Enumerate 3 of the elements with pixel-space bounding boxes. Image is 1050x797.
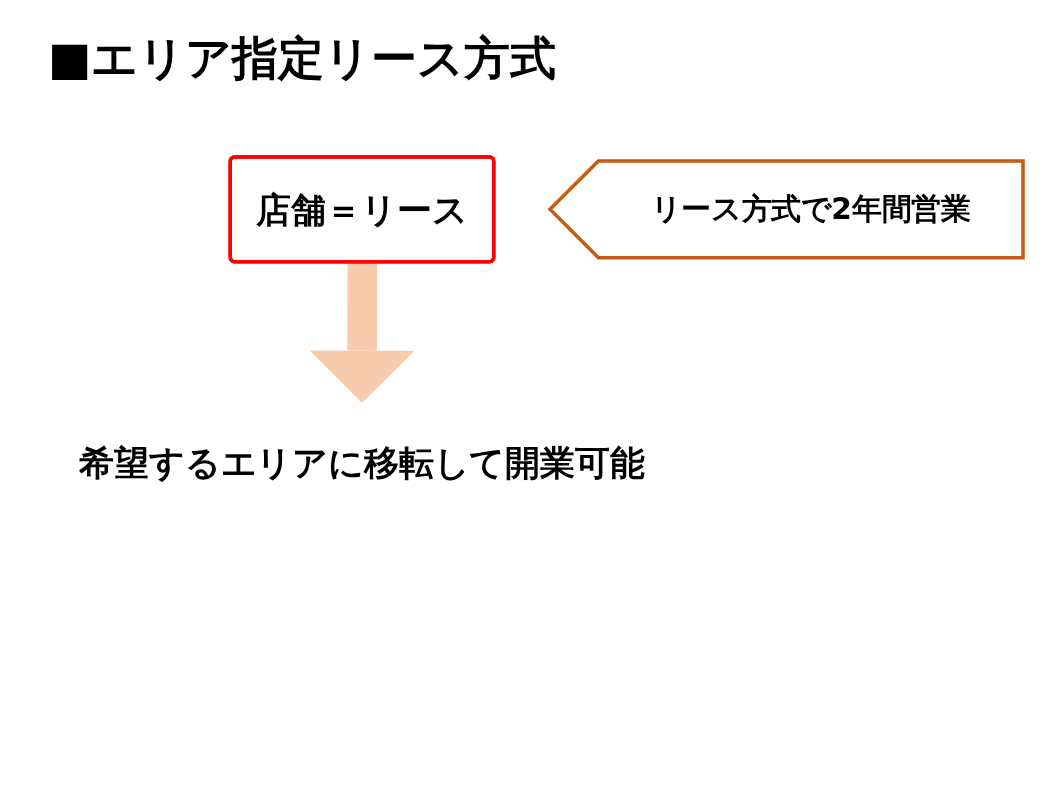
title: ■エリア指定リース方式: [48, 30, 557, 87]
rounded-box: 店舗＝リース: [228, 155, 496, 264]
callout-box: リース方式で2年間営業: [547, 159, 1025, 260]
